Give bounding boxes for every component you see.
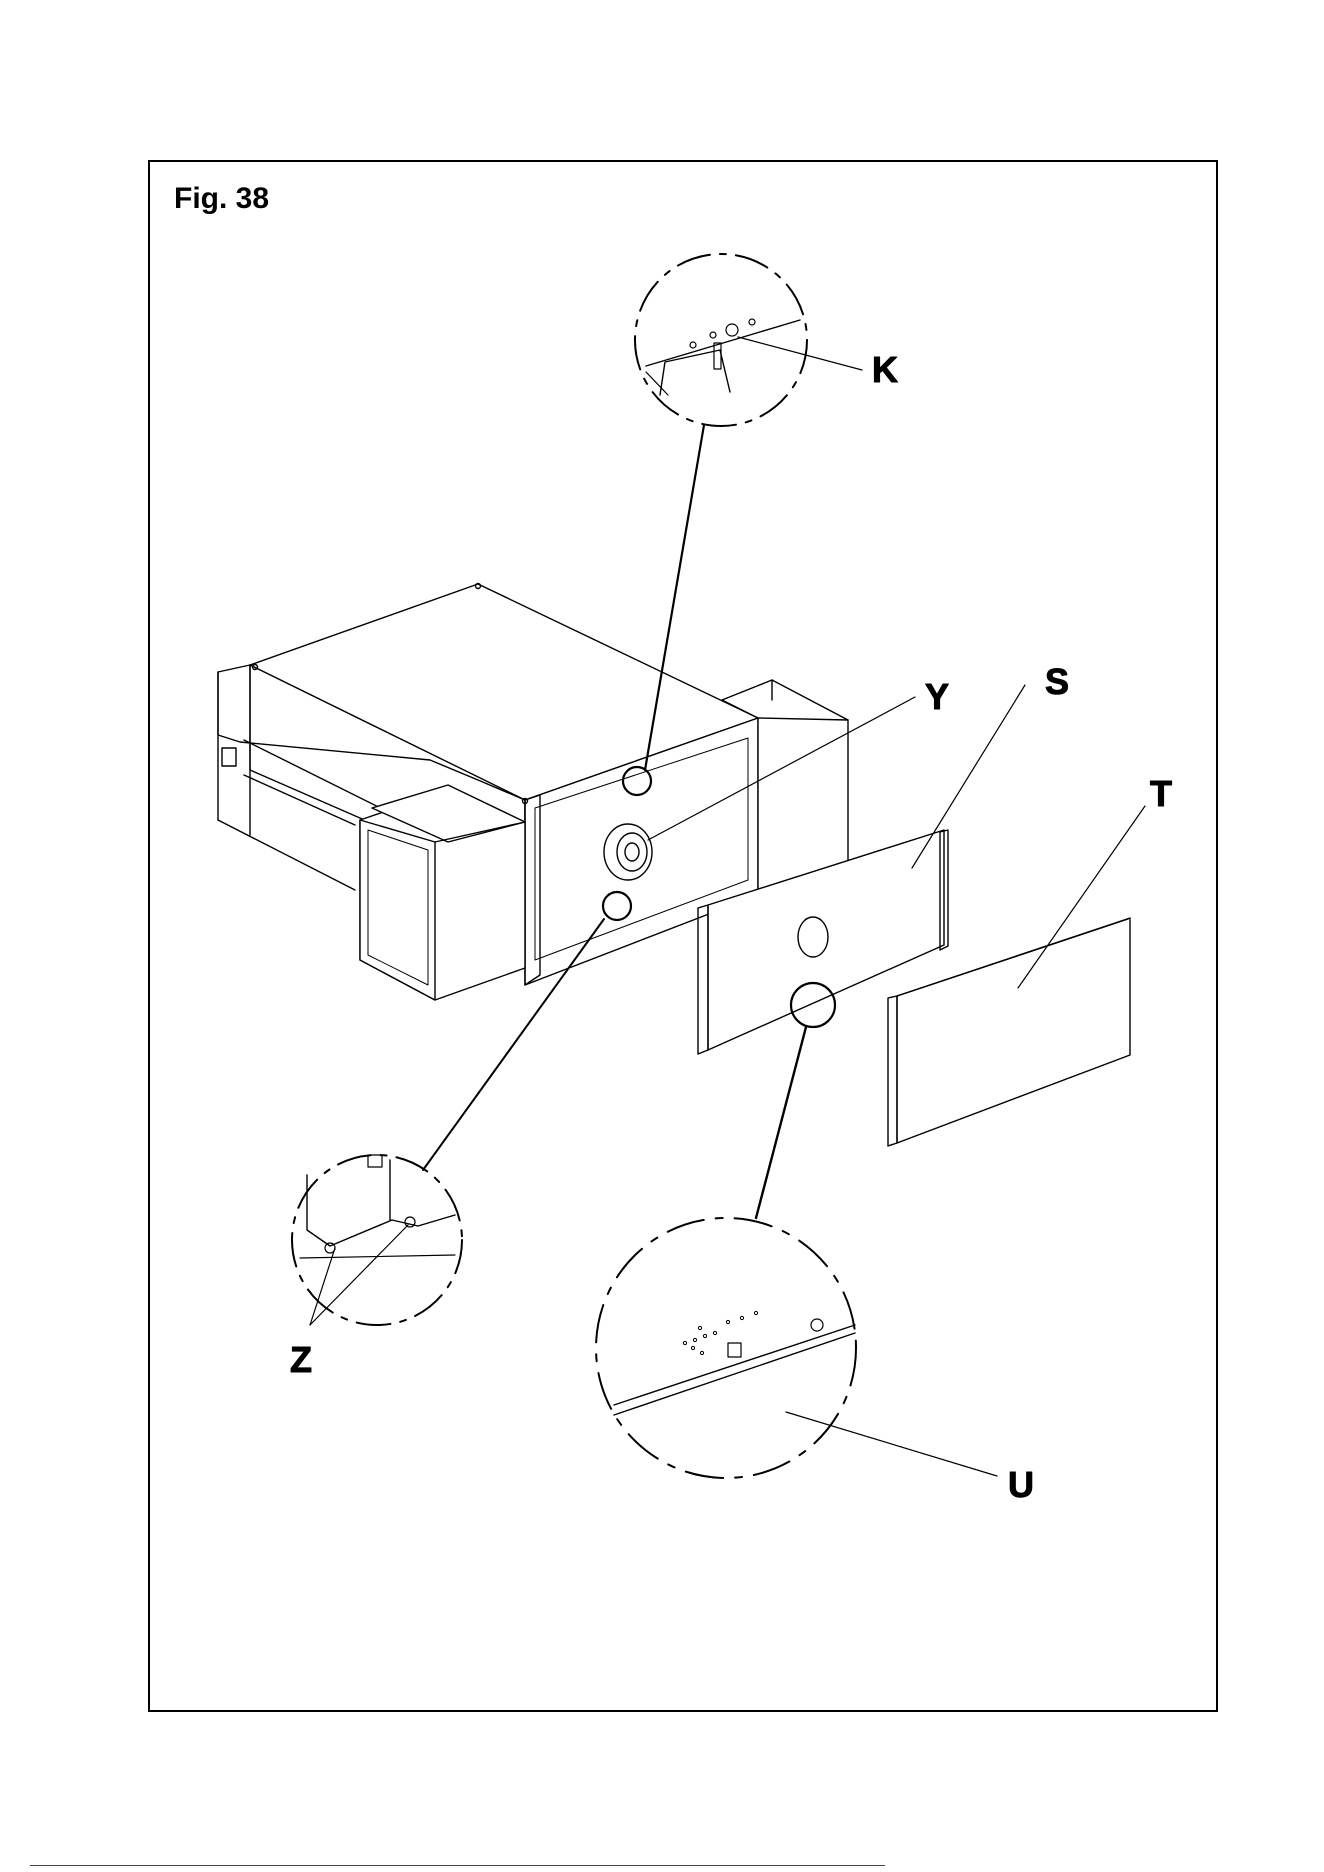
detail-circle-u	[596, 1218, 856, 1478]
callout-s: S	[1045, 661, 1069, 702]
callout-t: T	[1150, 773, 1172, 814]
footer-rule	[30, 1865, 885, 1866]
fan-assembly	[604, 824, 652, 880]
detail-circle-z	[292, 1155, 462, 1325]
detail-circle-k	[635, 254, 807, 426]
callout-z: Z	[290, 1339, 312, 1380]
callout-u: U	[1008, 1464, 1034, 1505]
callout-k: K	[872, 349, 898, 390]
callout-y: Y	[925, 676, 949, 717]
